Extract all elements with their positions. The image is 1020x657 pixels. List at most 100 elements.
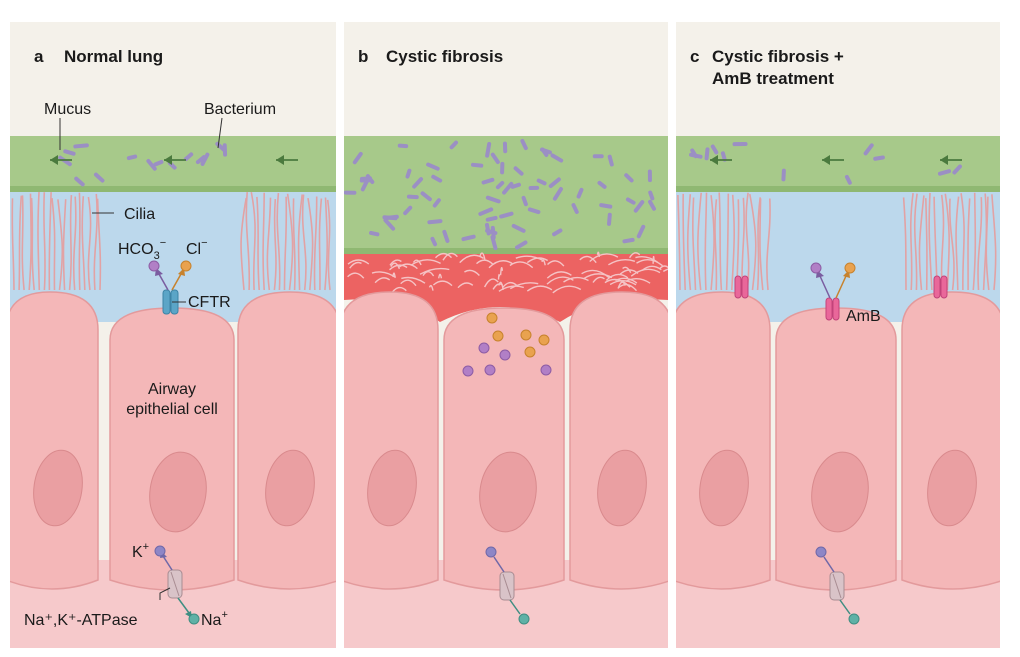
bacterium [863, 143, 874, 156]
cilium [615, 277, 638, 284]
hco3-ion-c [810, 262, 822, 274]
cilium [479, 252, 486, 260]
bacterium [550, 153, 564, 163]
cilium [432, 280, 453, 287]
bacterium [648, 190, 655, 201]
cilium [428, 284, 434, 291]
cilium [547, 260, 565, 267]
cl-label: Cl− [186, 237, 208, 258]
cilium [949, 198, 955, 291]
bacterium [426, 162, 440, 171]
cilium [57, 199, 64, 291]
bacterium [710, 144, 719, 155]
bacterium [704, 147, 710, 161]
cilium [718, 192, 723, 291]
bacterium [430, 236, 438, 247]
cl-ion [180, 260, 192, 272]
bacterium [427, 219, 443, 225]
cilium [390, 262, 401, 270]
cl-ion-c [844, 262, 856, 274]
bacterium [405, 168, 412, 179]
cilium [313, 196, 318, 291]
cilium [401, 276, 426, 284]
cilium [630, 268, 661, 277]
bacterium [520, 138, 528, 151]
cilium [749, 193, 757, 291]
cilium [697, 192, 702, 291]
airway-cell-label-line1: Airway [148, 381, 196, 398]
nucleus-b3 [597, 449, 647, 527]
cilium [526, 285, 553, 292]
nucleus-a1 [33, 449, 83, 527]
bacterium [607, 212, 612, 226]
cilium [583, 273, 613, 280]
cilium [283, 196, 288, 291]
na-k-atpase-pump [167, 569, 183, 599]
bacterium [406, 194, 419, 200]
cilium [28, 193, 32, 291]
cilium [498, 285, 525, 292]
bacterium [73, 143, 89, 149]
cilium [658, 265, 668, 270]
cilium [509, 261, 534, 269]
cilium [589, 253, 619, 263]
cilia-right-a [240, 191, 331, 291]
cilium [677, 194, 681, 291]
cilium [725, 193, 730, 291]
cilium [72, 196, 77, 291]
cilium [324, 197, 328, 291]
cilium [87, 196, 92, 291]
cilia-right-c [902, 192, 997, 291]
bacterium [369, 230, 380, 237]
cilium [944, 193, 950, 291]
panel-c-letter: c [690, 47, 699, 66]
bacterium [195, 155, 206, 165]
bacterium [844, 174, 852, 185]
bacterium [126, 154, 138, 161]
cilium [256, 196, 260, 291]
epithelial-cell-c1 [676, 291, 771, 590]
amb-channel-right [933, 275, 948, 299]
k-ion [154, 545, 166, 557]
cilium [11, 198, 15, 291]
nucleus-c3 [927, 449, 977, 527]
collapsed-cilia-b [347, 251, 668, 296]
bacterium [200, 152, 210, 166]
nucleus-a2 [149, 451, 207, 533]
bacterium-label: Bacterium [204, 101, 276, 118]
bacterium [873, 155, 885, 161]
bacterium [485, 228, 498, 235]
cilium [609, 280, 637, 286]
bacterium [592, 154, 604, 159]
trapped-ions-b [462, 312, 552, 377]
flow-arrows-a [50, 155, 298, 165]
bacterium [515, 240, 528, 250]
flow-arrow [710, 155, 732, 165]
bacterium [485, 195, 501, 204]
nucleus-c2 [811, 451, 869, 533]
cilium [307, 197, 314, 291]
bacterium [222, 143, 228, 157]
cilium [902, 197, 907, 291]
bacterium [510, 182, 521, 189]
bacterium [513, 166, 524, 176]
bacterium [952, 164, 962, 175]
cilium [509, 282, 539, 290]
cilium [262, 192, 265, 291]
cilium [605, 273, 629, 281]
cilium [30, 198, 35, 291]
bacterium [622, 237, 635, 244]
cilium [62, 199, 67, 291]
cilium [276, 192, 281, 291]
na-ion [188, 613, 200, 625]
bacterium [732, 142, 748, 147]
bacterium [442, 229, 450, 243]
cilium [652, 255, 655, 264]
panel-c [676, 136, 1000, 648]
cilium [563, 276, 589, 283]
mucus-layer-b [344, 136, 668, 254]
panel-c-title-line1: Cystic fibrosis + [712, 47, 844, 66]
bacterium [528, 185, 540, 191]
bacterium [636, 224, 646, 239]
bacterium [183, 152, 194, 161]
